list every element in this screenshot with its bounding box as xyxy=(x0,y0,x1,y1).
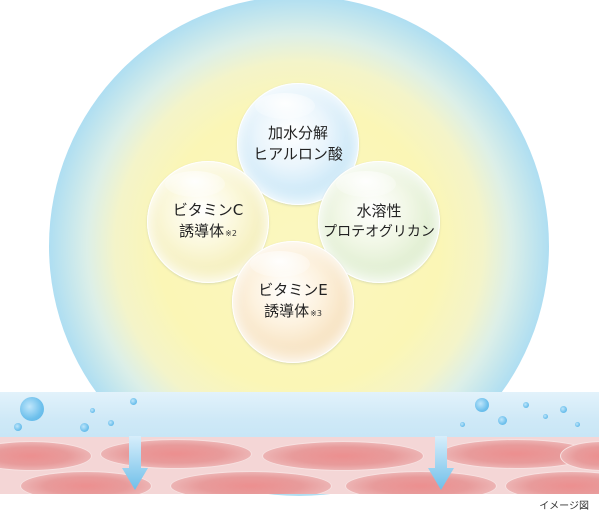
skin-cell xyxy=(170,471,332,494)
image-caption: イメージ図 xyxy=(539,501,589,512)
moisture-dot xyxy=(543,414,548,419)
moisture-dot xyxy=(460,422,465,427)
skin-cell xyxy=(0,441,92,471)
sphere-label-line1: 加水分解 xyxy=(267,124,328,142)
sphere-rim xyxy=(147,161,269,283)
footnote-marker: ※3 xyxy=(310,309,322,318)
skin-cell xyxy=(345,471,497,494)
moisture-dot xyxy=(560,406,567,413)
footnote-marker: ※2 xyxy=(225,229,237,238)
moisture-dot xyxy=(130,398,137,405)
moisture-dot xyxy=(475,398,489,412)
sphere-rim xyxy=(232,241,354,363)
moisture-dot xyxy=(90,408,95,413)
sphere-label-line1: ビタミンC xyxy=(172,201,244,219)
ingredient-sphere-vitamin-e: ビタミンE 誘導体※3 xyxy=(232,241,354,363)
skin-surface-layer xyxy=(0,392,599,437)
moisture-dot xyxy=(14,423,22,431)
sphere-label-line1: ビタミンE xyxy=(258,281,328,299)
moisture-dot xyxy=(523,402,529,408)
moisture-dot xyxy=(80,423,89,432)
sphere-label-line2: ヒアルロン酸 xyxy=(253,145,343,163)
skin-cell xyxy=(100,439,252,469)
sphere-rim xyxy=(237,83,359,205)
sphere-label-line1: 水溶性 xyxy=(356,202,402,220)
sphere-label-text: 誘導体 xyxy=(264,302,310,320)
moisture-dot xyxy=(575,422,580,427)
penetration-arrow-icon xyxy=(428,436,454,490)
sphere-label-line2: 誘導体※2 xyxy=(179,221,237,244)
moisture-dot xyxy=(498,416,507,425)
penetration-arrow-icon xyxy=(122,436,148,490)
skin-cell-layer xyxy=(0,437,599,494)
sphere-label-text: 誘導体 xyxy=(179,222,225,240)
sphere-label-line2: 誘導体※3 xyxy=(264,301,322,324)
skin-cell xyxy=(505,471,599,494)
sphere-rim xyxy=(318,161,440,283)
moisture-dot xyxy=(108,420,114,426)
moisture-dot xyxy=(20,397,44,421)
sphere-label-line2: プロテオグリカン xyxy=(323,224,435,240)
ingredient-sphere-vitamin-c: ビタミンC 誘導体※2 xyxy=(147,161,269,283)
skin-cell xyxy=(262,441,424,471)
